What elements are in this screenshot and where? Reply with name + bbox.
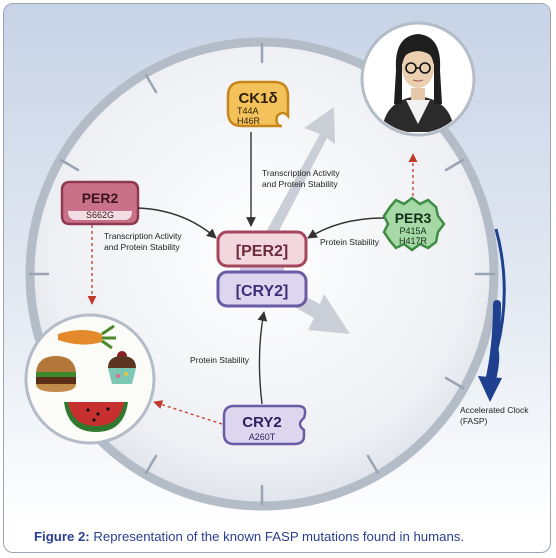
figure-frame: [PER2] [CRY2] CK1δ T44A H46R PER2 S662G … — [3, 3, 551, 553]
cry2-effect-label: Protein Stability — [190, 355, 250, 365]
tick-5 — [366, 454, 380, 475]
complex-per2-box — [216, 230, 308, 268]
person-icon — [360, 21, 476, 137]
tick-4 — [444, 376, 465, 390]
per2-mutation-node: PER2 S662G — [60, 180, 140, 226]
per2-effect-line-2: and Protein Stability — [104, 242, 180, 252]
food-icon — [24, 313, 156, 445]
cry2-mutation-name: CRY2 — [242, 414, 281, 431]
arrow-per2mut-to-per2 — [137, 207, 217, 239]
tick-10 — [59, 158, 80, 172]
ck1d-mutation-1: T44A — [237, 106, 259, 116]
arrow-per3-to-per2 — [307, 217, 385, 239]
ck1d-mutation-2: H46R — [237, 116, 261, 126]
per3-effect-label: Protein Stability — [320, 237, 380, 247]
complex-per2-label: [PER2] — [236, 243, 288, 260]
per2-effect-line-1: Transcription Activity — [104, 231, 182, 241]
per2-mutation-name: PER2 — [82, 190, 119, 206]
per3-name: PER3 — [395, 210, 432, 226]
clock-label-line-2: (FASP) — [460, 416, 488, 426]
accelerated-clock-arrow — [478, 228, 506, 402]
ck1d-effect-line-1: Transcription Activity — [262, 168, 340, 178]
per2-mutation-1: S662G — [86, 210, 114, 220]
tick-7 — [144, 454, 158, 475]
effect-labels: Transcription Activity and Protein Stabi… — [104, 168, 529, 426]
tick-2 — [444, 158, 465, 172]
caption-label: Figure 2: — [34, 529, 90, 544]
diagram: [PER2] [CRY2] CK1δ T44A H46R PER2 S662G … — [4, 4, 550, 524]
complex-cry2-box — [216, 270, 308, 308]
per3-mutation-2: H417R — [399, 236, 428, 246]
effect-arrows — [137, 132, 385, 405]
cry2-mutation-node: CRY2 A260T — [222, 404, 307, 446]
per3-mutation-1: P415A — [399, 226, 426, 236]
phenotype-arrows — [87, 153, 418, 425]
ck1d-mutation-node: CK1δ T44A H46R — [226, 80, 290, 128]
tick-11 — [144, 73, 158, 94]
cry2-mutation-1: A260T — [249, 432, 276, 442]
clock-label-line-1: Accelerated Clock — [460, 405, 529, 415]
per3-mutation-node: PER3 P415A H417R — [382, 196, 446, 252]
ck1d-effect-line-2: and Protein Stability — [262, 179, 338, 189]
arrow-cry2mut-to-cry2 — [257, 311, 268, 405]
figure-caption: Figure 2: Representation of the known FA… — [34, 529, 534, 544]
hour-hand — [256, 107, 335, 256]
complex-cry2-label: [CRY2] — [236, 283, 289, 300]
caption-text: Representation of the known FASP mutatio… — [93, 529, 465, 544]
per2-cry2-complex: [PER2] [CRY2] — [216, 230, 308, 308]
ck1d-name: CK1δ — [238, 90, 277, 107]
